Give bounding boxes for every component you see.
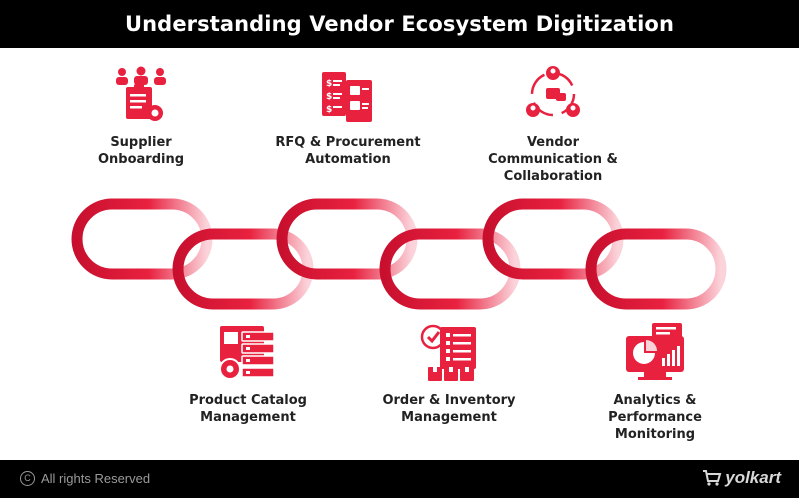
brand-name: yolkart <box>725 468 781 487</box>
chain-link-3 <box>276 198 418 280</box>
copyright-icon: C <box>20 471 35 486</box>
copyright-text: All rights Reserved <box>41 471 151 486</box>
step-label-vendor-communication: Vendor Communication & Collaboration <box>468 134 638 185</box>
label-line: Product Catalog <box>189 393 307 408</box>
label-line: Monitoring <box>614 427 696 442</box>
step-label-supplier-onboarding: Supplier Onboarding <box>56 134 226 168</box>
label-line: Order & Inventory <box>382 393 516 408</box>
label-line: RFQ & Procurement <box>275 135 421 150</box>
chain-link-6 <box>585 228 727 310</box>
svg-text:$: $ <box>326 105 332 115</box>
order-inventory-icon <box>420 324 476 381</box>
chain-link-4 <box>379 228 521 310</box>
svg-text:$: $ <box>326 92 332 102</box>
page-title: Understanding Vendor Ecosystem Digitizat… <box>124 12 675 36</box>
label-line: Management <box>200 410 296 425</box>
supplier-onboarding-icon <box>116 66 166 121</box>
svg-text:$: $ <box>326 79 332 89</box>
label-line: Performance <box>608 410 702 425</box>
copyright-notice: C All rights Reserved <box>20 471 150 486</box>
rfq-procurement-icon: $ $ $ <box>322 72 372 122</box>
analytics-icon <box>626 323 684 380</box>
label-line: Collaboration <box>503 169 603 184</box>
step-label-order-inventory: Order & Inventory Management <box>364 392 534 426</box>
label-line: Automation <box>305 152 391 167</box>
step-label-product-catalog: Product Catalog Management <box>163 392 333 426</box>
label-line: Vendor <box>526 135 580 150</box>
label-line: Onboarding <box>97 152 185 167</box>
footer-bar: C All rights Reserved yolkart <box>0 460 799 498</box>
label-line: Communication & <box>488 152 618 167</box>
product-catalog-icon <box>219 326 275 380</box>
cart-icon <box>703 470 722 486</box>
vendor-communication-icon <box>526 66 580 117</box>
label-line: Management <box>401 410 497 425</box>
brand-logo: yolkart <box>702 468 781 488</box>
step-label-rfq-procurement: RFQ & Procurement Automation <box>263 134 433 168</box>
label-line: Supplier <box>110 135 172 150</box>
chain-link-5 <box>482 198 624 280</box>
label-line: Analytics & <box>613 393 697 408</box>
title-bar: Understanding Vendor Ecosystem Digitizat… <box>0 0 799 48</box>
step-label-analytics: Analytics & Performance Monitoring <box>570 392 740 443</box>
